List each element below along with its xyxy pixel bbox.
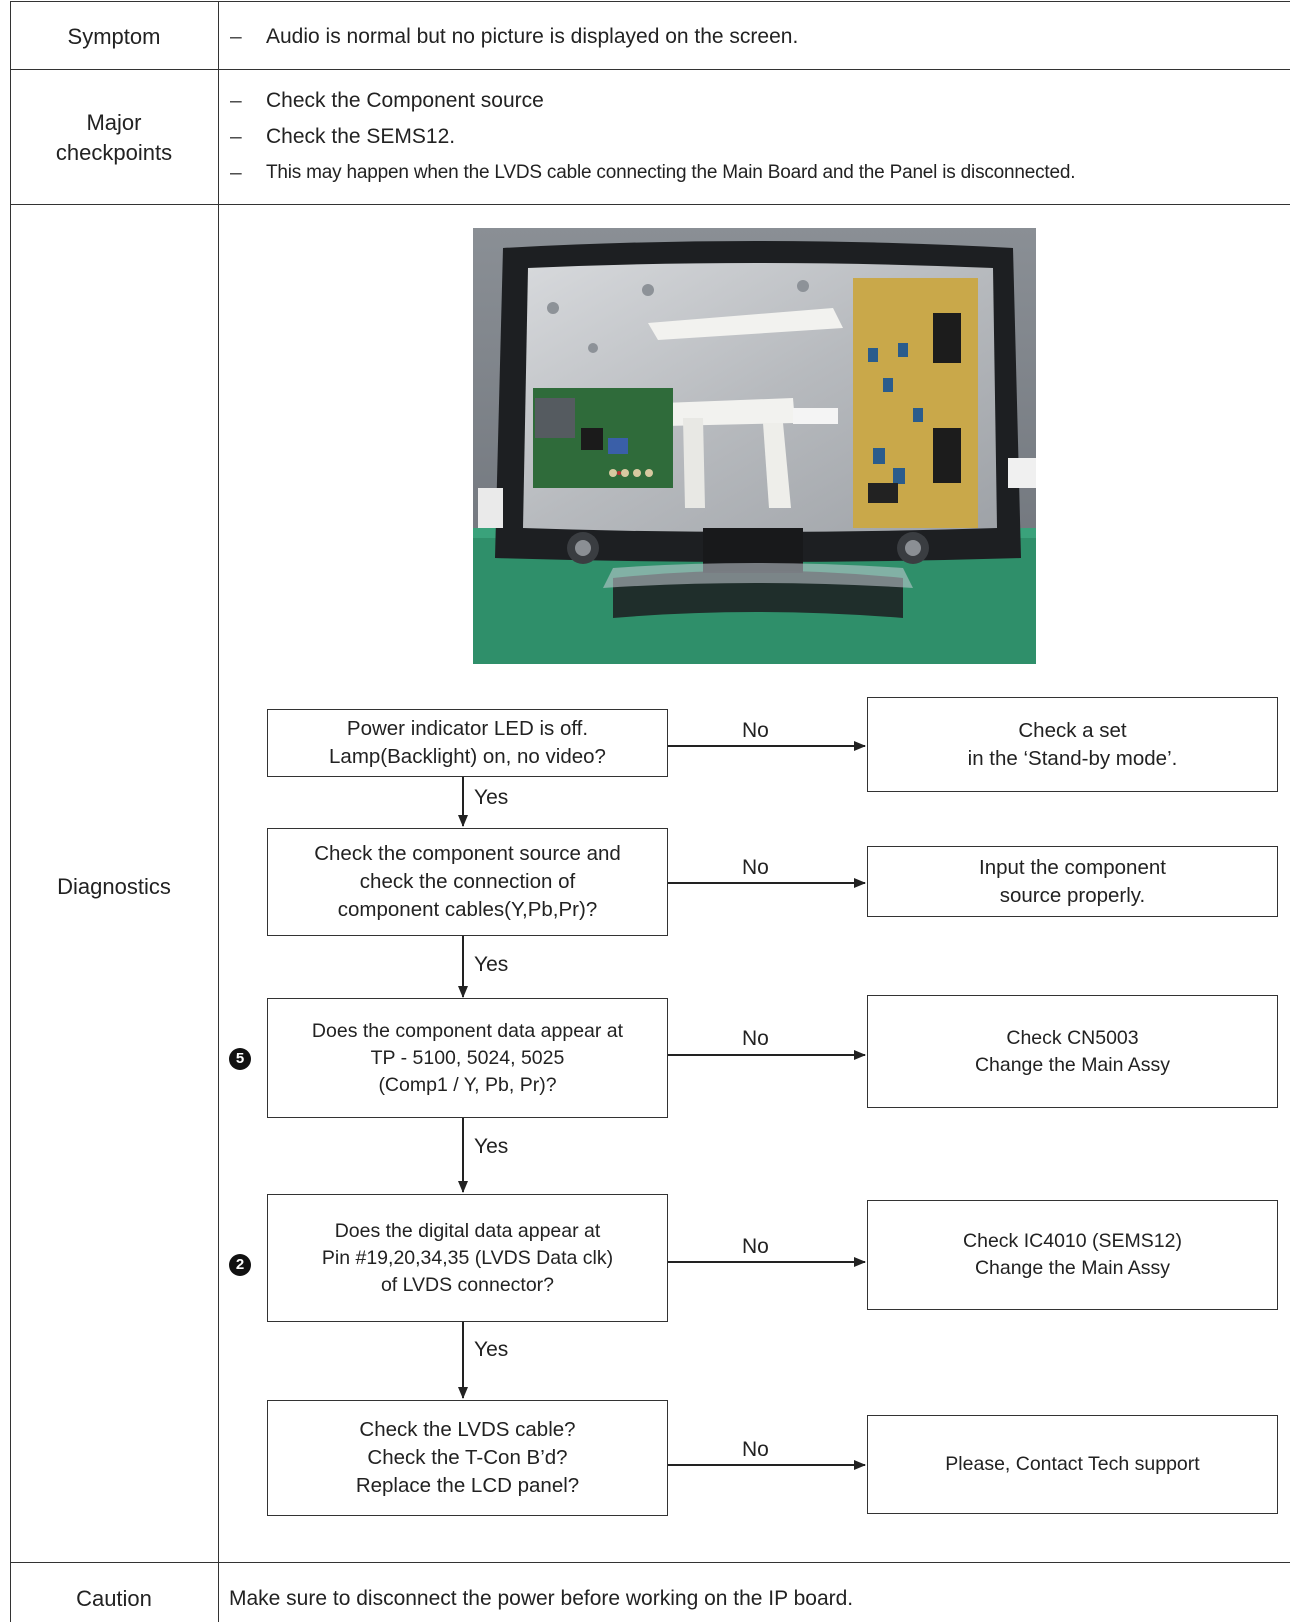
yes-label: Yes xyxy=(474,1135,509,1158)
tv-back-illustration xyxy=(473,228,1036,664)
decision-line: Replace the LCD panel? xyxy=(355,1474,580,1497)
decision-line: check the connection of xyxy=(359,870,576,893)
action-line: in the ‘Stand-by mode’. xyxy=(967,746,1178,770)
caution-text: Make sure to disconnect the power before… xyxy=(229,1587,854,1610)
action-line: Input the component xyxy=(979,855,1166,879)
yes-label: Yes xyxy=(474,953,509,976)
bullet-marker: – xyxy=(230,125,242,148)
decision-line: (Comp1 / Y, Pb, Pr)? xyxy=(378,1073,557,1096)
decision-line: Pin #19,20,34,35 (LVDS Data clk) xyxy=(321,1246,614,1269)
decision-line: Does the component data appear at xyxy=(311,1019,624,1042)
action-line: Check a set xyxy=(1018,718,1127,742)
table-row-divider xyxy=(10,1562,1290,1563)
action-box-tech-support: Please, Contact Tech support xyxy=(867,1415,1278,1514)
tv-back-photo xyxy=(473,228,1036,664)
action-line: Please, Contact Tech support xyxy=(945,1453,1200,1475)
symptom-label: Symptom xyxy=(67,24,161,49)
major-checkpoints-label: Major checkpoints xyxy=(10,108,218,168)
yes-label: Yes xyxy=(474,1338,509,1361)
decision-line: Power indicator LED is off. xyxy=(346,717,589,740)
table-column-divider xyxy=(218,1,219,1622)
major-label-line1: Major xyxy=(86,110,142,135)
no-label: No xyxy=(742,719,769,742)
no-label: No xyxy=(742,1438,769,1461)
decision-line: Check the component source and xyxy=(314,842,621,865)
no-label: No xyxy=(742,1027,769,1050)
decision-box-component-source: Check the component source and check the… xyxy=(267,828,668,936)
action-line: source properly. xyxy=(999,883,1146,907)
no-label: No xyxy=(742,1235,769,1258)
action-box-check-ic4010: Check IC4010 (SEMS12) Change the Main As… xyxy=(867,1200,1278,1310)
no-label: No xyxy=(742,856,769,879)
yes-label: Yes xyxy=(474,786,509,809)
decision-line: component cables(Y,Pb,Pr)? xyxy=(337,898,598,921)
decision-line: Check the T-Con B’d? xyxy=(367,1446,568,1469)
decision-box-digital-data: Does the digital data appear at Pin #19,… xyxy=(267,1194,668,1322)
test-point-marker-5: 5 xyxy=(229,1048,251,1070)
decision-line: TP - 5100, 5024, 5025 xyxy=(370,1046,565,1069)
decision-box-power-led: Power indicator LED is off. Lamp(Backlig… xyxy=(267,709,668,777)
checkpoint-text: Check the SEMS12. xyxy=(266,125,456,148)
action-line: Change the Main Assy xyxy=(974,1053,1171,1076)
table-row-divider xyxy=(10,204,1290,205)
bullet-marker: – xyxy=(230,25,242,48)
action-line: Check CN5003 xyxy=(1006,1026,1139,1049)
table-border-top xyxy=(10,1,1290,2)
table-border-left xyxy=(10,1,11,1622)
table-row-divider xyxy=(10,69,1290,70)
decision-box-component-data: Does the component data appear at TP - 5… xyxy=(267,998,668,1118)
action-box-standby: Check a set in the ‘Stand-by mode’. xyxy=(867,697,1278,792)
decision-line: Check the LVDS cable? xyxy=(359,1418,576,1441)
symptom-text: Audio is normal but no picture is displa… xyxy=(266,25,799,48)
checkpoint-text: Check the Component source xyxy=(266,89,544,112)
decision-line: Lamp(Backlight) on, no video? xyxy=(329,745,606,768)
action-line: Change the Main Assy xyxy=(974,1257,1171,1279)
decision-box-lvds-cable: Check the LVDS cable? Check the T-Con B’… xyxy=(267,1400,668,1516)
checkpoint-text: This may happen when the LVDS cable conn… xyxy=(266,162,1076,183)
decision-line: Does the digital data appear at xyxy=(334,1219,601,1242)
decision-line: of LVDS connector? xyxy=(380,1273,555,1296)
caution-label: Caution xyxy=(76,1586,152,1611)
action-box-input-source: Input the component source properly. xyxy=(867,846,1278,917)
bullet-marker: – xyxy=(230,89,242,112)
diagnostics-label: Diagnostics xyxy=(57,874,171,899)
test-point-marker-2: 2 xyxy=(229,1254,251,1276)
action-box-check-cn5003: Check CN5003 Change the Main Assy xyxy=(867,995,1278,1108)
major-label-line2: checkpoints xyxy=(55,140,173,165)
bullet-marker: – xyxy=(230,161,242,184)
action-line: Check IC4010 (SEMS12) xyxy=(963,1230,1182,1252)
